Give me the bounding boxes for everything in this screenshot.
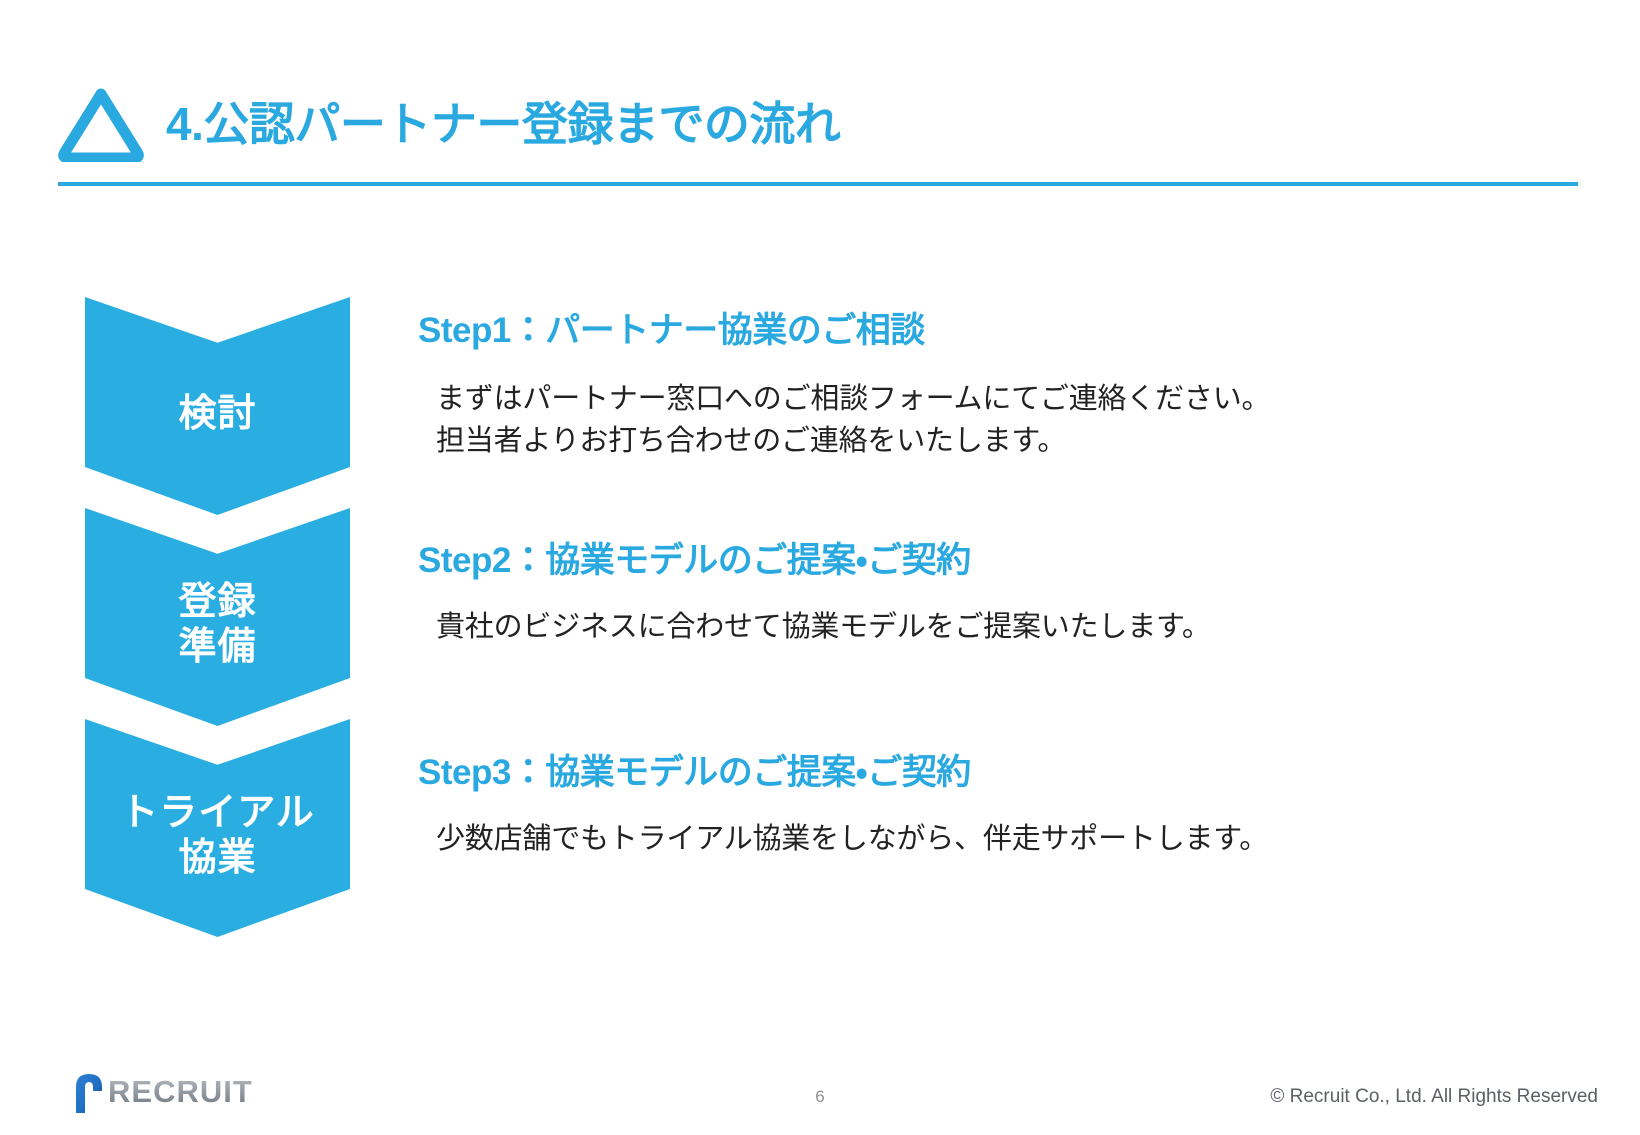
flow-chevron-group: 検討 登録 準備 トライアル 協業 (85, 297, 350, 937)
rounded-triangle-logo-icon (58, 86, 144, 164)
flow-stage-1: 検討 (85, 297, 350, 515)
step-2-body: 貴社のビジネスに合わせて協業モデルをご提案いたします。 (436, 611, 1211, 643)
header-row: 4.公認パートナー登録までの流れ (58, 78, 1578, 170)
recruit-logo: RECRUIT (66, 1069, 253, 1115)
step-3-heading: Step3：協業モデルのご提案・ご契約 (418, 753, 971, 792)
step-item-3: Step3：協業モデルのご提案・ご契約 少数店舗でもトライアル協業をしながら、伴… (418, 752, 1558, 860)
page-title: 4.公認パートナー登録までの流れ (166, 98, 841, 150)
flow-stage-3: トライアル 協業 (85, 719, 350, 937)
slide-header: 4.公認パートナー登録までの流れ (58, 78, 1578, 186)
flow-stage-3-label: トライアル 協業 (120, 792, 315, 879)
page-number: 6 (815, 1087, 825, 1106)
recruit-hook-icon (66, 1069, 112, 1115)
step-item-1: Step1：パートナー協業のご相談 まずはパートナー窓口へのご相談フォームにてご… (418, 310, 1558, 462)
flow-stage-1-label: 検討 (178, 392, 257, 435)
step-item-2: Step2：協業モデルのご提案・ご契約 貴社のビジネスに合わせて協業モデルをご提… (418, 540, 1558, 648)
step-1-body: まずはパートナー窓口へのご相談フォームにてご連絡ください。 担当者よりお打ち合わ… (436, 383, 1271, 458)
step-2-heading: Step2：協業モデルのご提案・ご契約 (418, 541, 971, 580)
step-1-heading: Step1：パートナー協業のご相談 (418, 311, 925, 350)
slide-footer: RECRUIT 6 © Recruit Co., Ltd. All Rights… (0, 1045, 1640, 1135)
recruit-wordmark: RECRUIT (108, 1074, 253, 1109)
flow-stage-2: 登録 準備 (85, 508, 350, 726)
flow-stage-2-label: 登録 準備 (178, 581, 257, 668)
step-3-body: 少数店舗でもトライアル協業をしながら、伴走サポートします。 (436, 823, 1269, 855)
title-underline-rule (58, 182, 1578, 186)
copyright-notice: © Recruit Co., Ltd. All Rights Reserved (1270, 1086, 1598, 1107)
